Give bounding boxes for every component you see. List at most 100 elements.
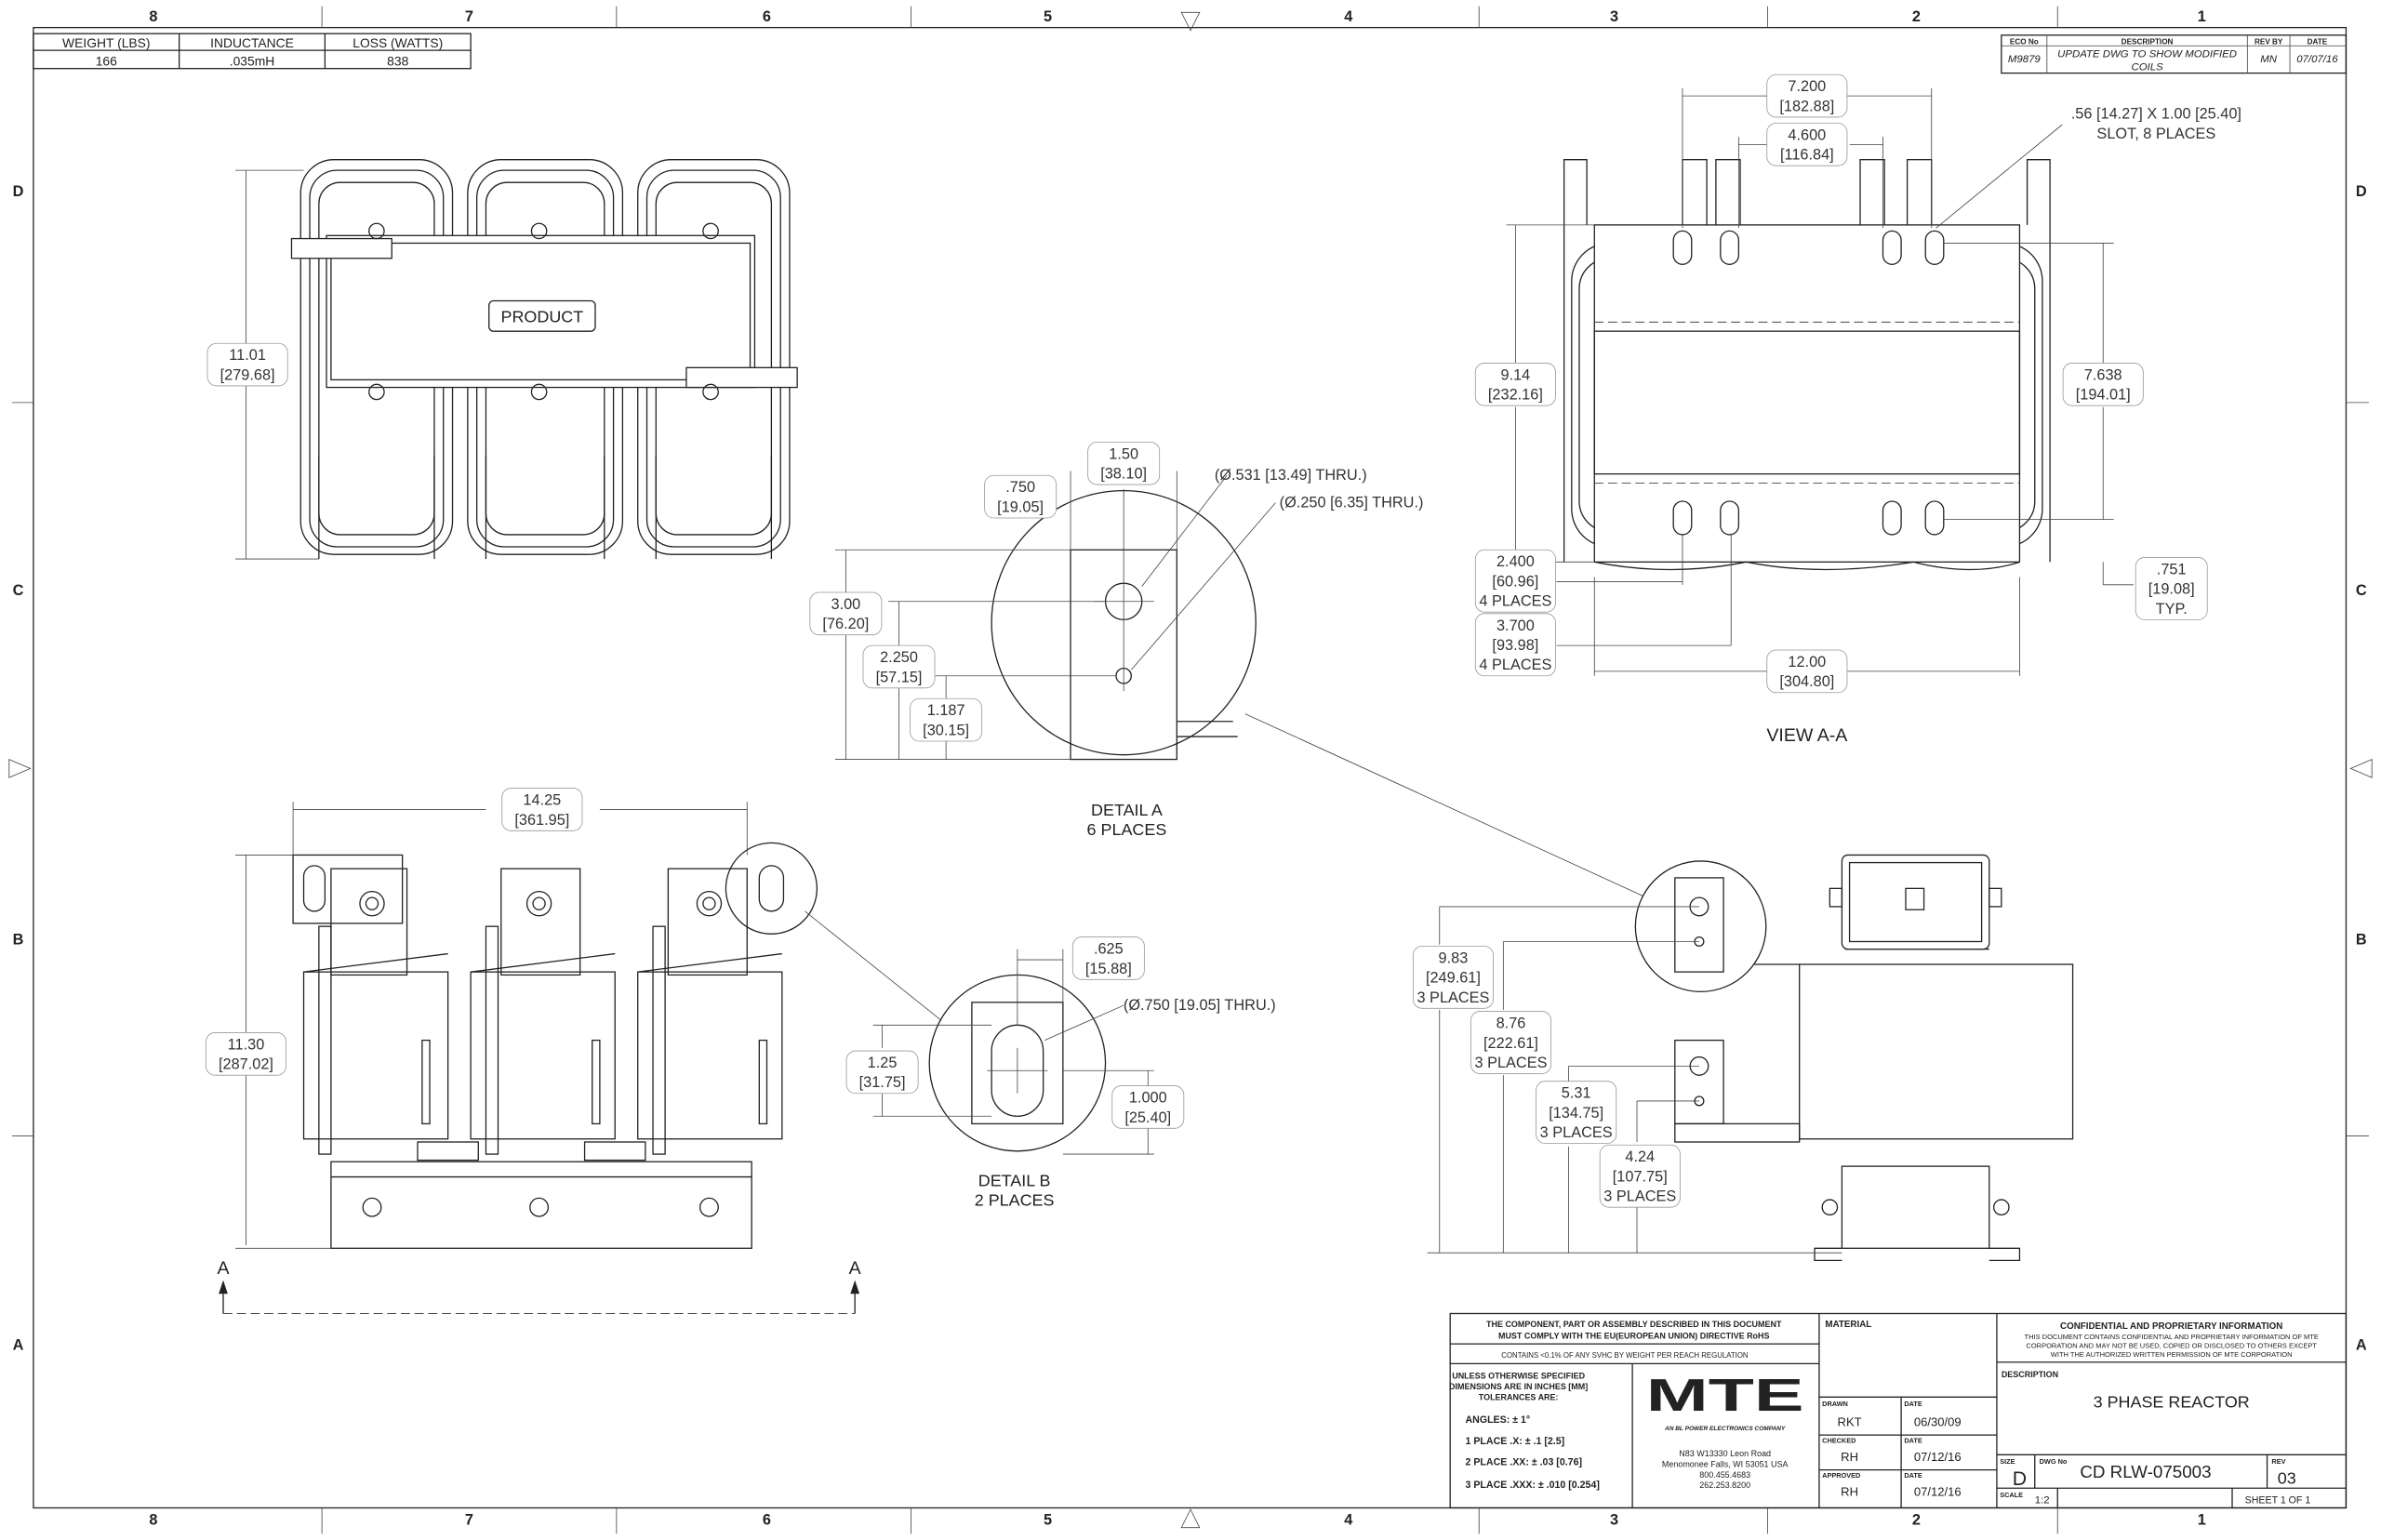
detail-b: DETAIL B 2 PLACES	[872, 949, 1154, 1210]
dimension-text: 2.250	[880, 649, 918, 666]
top-plan-view: PRODUCT	[235, 159, 798, 560]
dimension-bracket	[1766, 123, 1848, 166]
dimension-text: .625	[1094, 941, 1124, 958]
dimension-da-hole2: (Ø.250 [6.35] THRU.)	[1280, 495, 1424, 511]
rev-date: 07/07/16	[2296, 54, 2338, 65]
dimension-side-876: 8.76[222.61]3 PLACES	[1470, 1011, 1551, 1074]
dimension-text: [15.88]	[1085, 961, 1132, 977]
zone-row-a-right: A	[2356, 1337, 2367, 1354]
zone-col-7: 7	[465, 8, 473, 25]
dimension-text: 3 PLACES	[1603, 1188, 1676, 1205]
zone-col-3: 3	[1610, 8, 1618, 25]
zone-row-c-right: C	[2356, 582, 2367, 599]
rev-header-date: DATE	[2308, 38, 2328, 46]
dimension-bracket	[1087, 441, 1161, 485]
dimension-text: [107.75]	[1613, 1168, 1668, 1185]
dimension-bracket	[845, 1050, 919, 1095]
dimension-text: SLOT, 8 PLACES	[2096, 126, 2215, 142]
rev-header-eco: ECO No	[2010, 38, 2039, 46]
dimension-bracket	[910, 697, 983, 742]
dimension-text: TYP.	[2156, 601, 2188, 617]
product-label: PRODUCT	[501, 307, 584, 325]
dimension-bracket	[1474, 549, 1556, 613]
dimension-text: [194.01]	[2076, 387, 2131, 404]
zone-col-2-bottom: 2	[1912, 1511, 1921, 1528]
dimension-db-1000: 1.000[25.40]	[1111, 1085, 1185, 1129]
dimension-da-2250: 2.250 [57.15]	[862, 644, 936, 689]
spec-header-loss: LOSS (WATTS)	[352, 35, 443, 50]
zone-col-8-bottom: 8	[149, 1511, 157, 1528]
view-a-a-label: VIEW A-A	[1766, 725, 1848, 746]
rohs-line-1: THE COMPONENT, PART OR ASSEMBLY DESCRIBE…	[1486, 1320, 1782, 1329]
scale-label: SCALE	[2000, 1491, 2023, 1499]
dimension-text: 1.50	[1109, 445, 1138, 462]
dimension-bracket	[501, 788, 583, 831]
dimension-aa-slot: .56 [14.27] X 1.00 [25.40] SLOT, 8 PLACES	[2071, 106, 2241, 142]
section-label-right: A	[849, 1258, 862, 1279]
dimension-text: 5.31	[1562, 1085, 1591, 1102]
zone-row-a: A	[13, 1337, 24, 1354]
dimension-da-width: 1.50[38.10]	[1087, 441, 1161, 485]
dimension-annotations: 11.01[279.68]7.200[182.88]4.600[116.84].…	[205, 73, 2241, 1208]
confidential-line-3: WITH THE AUTHORIZED WRITTEN PERMISSION O…	[2051, 1350, 2293, 1359]
dimension-text: 7.200	[1788, 78, 1826, 95]
tolerance-head-1: UNLESS OTHERWISE SPECIFIED	[1452, 1372, 1585, 1381]
dimension-text: 1.187	[927, 702, 965, 719]
dimension-text: [279.68]	[220, 366, 275, 383]
dimension-text: [93.98]	[1492, 637, 1538, 654]
dimension-bracket	[984, 474, 1057, 519]
sheet-size: D	[2013, 1468, 2027, 1490]
material-label: MATERIAL	[1825, 1320, 1871, 1330]
dimension-bracket	[206, 342, 288, 387]
rev-eco: M9879	[2008, 54, 2042, 65]
dimension-bracket	[809, 591, 883, 636]
size-label: SIZE	[2000, 1457, 2015, 1466]
dimension-bracket	[1766, 649, 1848, 694]
dimension-aa-height: 9.14[232.16]	[1474, 363, 1556, 406]
spec-value-weight: 166	[96, 53, 117, 68]
reach-note: CONTAINS <0.1% OF ANY SVHC BY WEIGHT PER…	[1501, 1351, 1749, 1360]
zone-col-7-bottom: 7	[465, 1511, 473, 1528]
zone-row-b-right: B	[2356, 932, 2367, 949]
dimension-text: [116.84]	[1780, 147, 1834, 164]
dimension-text: [76.20]	[822, 616, 869, 632]
rev-header-description: DESCRIPTION	[2122, 38, 2174, 46]
dimension-text: [30.15]	[923, 722, 969, 738]
description-label: DESCRIPTION	[2002, 1370, 2058, 1379]
dimension-db-625: .625 [15.88]	[1071, 936, 1145, 980]
drawn-label: DRAWN	[1822, 1400, 1848, 1408]
dimension-top-height: 11.01[279.68]	[206, 342, 288, 387]
dimension-text: .750	[1005, 479, 1035, 496]
title-block: THE COMPONENT, PART OR ASSEMBLY DESCRIBE…	[1449, 1312, 2348, 1509]
checked-by: RH	[1841, 1450, 1858, 1464]
zone-col-6: 6	[763, 8, 771, 25]
spec-header-inductance: INDUCTANCE	[210, 35, 294, 50]
side-elevation-view	[1427, 854, 2074, 1261]
dimension-text: 14.25	[523, 792, 561, 809]
checked-date-label: DATE	[1904, 1436, 1922, 1444]
drawn-date: 06/30/09	[1914, 1414, 1962, 1428]
rev-description-2: COILS	[2131, 61, 2163, 73]
dimension-text: .56 [14.27] X 1.00 [25.40]	[2071, 106, 2241, 123]
dimension-text: 3.00	[831, 596, 861, 613]
dimension-text: [222.61]	[1483, 1035, 1538, 1052]
approved-by: RH	[1841, 1484, 1858, 1498]
dimension-text: 4.24	[1625, 1148, 1655, 1165]
zone-col-8: 8	[149, 8, 157, 25]
zone-row-d: D	[13, 183, 24, 200]
tolerance-angles: ANGLES: ± 1°	[1466, 1414, 1531, 1426]
rev-label: REV	[2271, 1457, 2285, 1466]
phone-1: 800.455.4683	[1699, 1470, 1750, 1480]
dimension-front-width: 14.25[361.95]	[501, 788, 583, 831]
dimension-text: [19.05]	[997, 498, 1044, 515]
scale: 1:2	[2035, 1495, 2050, 1507]
dimension-text: [57.15]	[876, 669, 923, 685]
dimension-bracket	[1766, 73, 1848, 118]
zone-col-2: 2	[1912, 8, 1921, 25]
tolerance-head-3: TOLERANCES ARE:	[1479, 1393, 1559, 1402]
dimension-bracket	[1474, 613, 1556, 677]
mte-logo: MTE	[1646, 1371, 1804, 1421]
dimension-front-height: 11.30[287.02]	[205, 1032, 287, 1076]
dimension-side-424: 4.24 [107.75] 3 PLACES	[1599, 1144, 1681, 1208]
product-label-plate	[488, 299, 596, 332]
